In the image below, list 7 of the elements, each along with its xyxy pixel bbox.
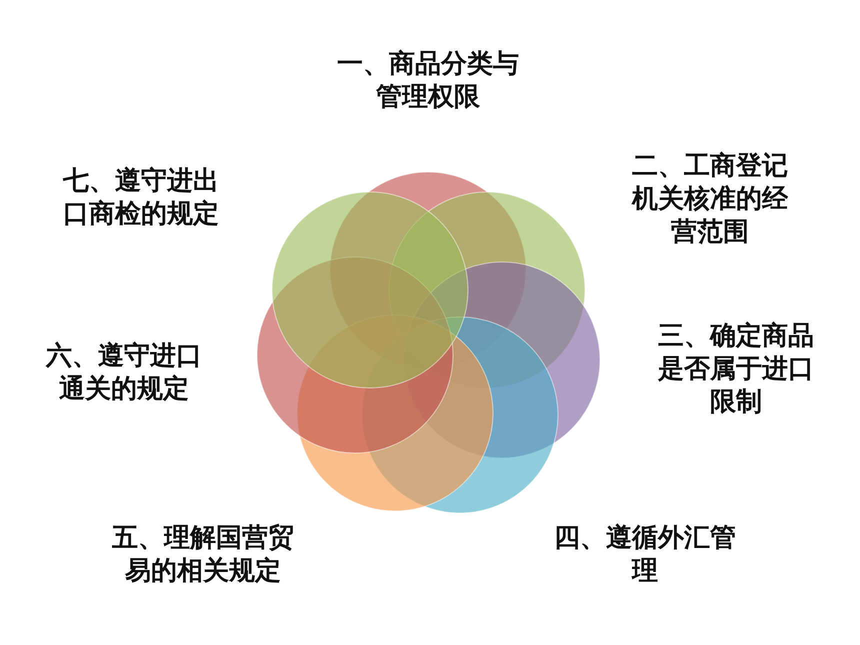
item-label: 五、理解国营贸易的相关规定 [111,522,295,588]
item-label: 六、遵守进口通关的规定 [44,340,203,406]
item-label: 三、确定商品是否属于进口限制 [657,320,815,419]
item-label: 四、遵循外汇管理 [553,522,737,588]
item-label: 七、遵守进出口商检的规定 [62,165,220,231]
item-label: 二、工商登记机关核准的经营范围 [630,150,790,249]
item-label: 一、商品分类与管理权限 [336,48,520,114]
